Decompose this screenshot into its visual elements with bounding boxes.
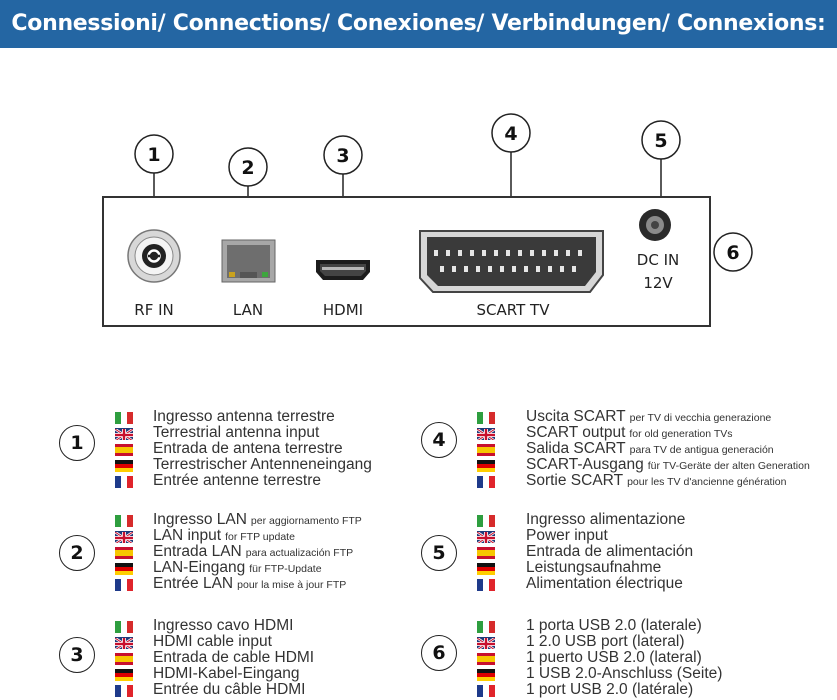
hdmi-connector: [316, 260, 370, 280]
legend-number-4: 4: [421, 422, 457, 458]
callout-number-2: 2: [241, 157, 254, 179]
spain-flag-icon: [115, 547, 133, 559]
italy-flag-icon: [115, 515, 133, 527]
germany-flag-icon: [115, 460, 133, 472]
port-label-hdmi: HDMI: [323, 301, 363, 319]
uk-flag-icon: [477, 428, 495, 440]
callout-number-5: 5: [654, 130, 667, 152]
spain-flag-icon: [115, 444, 133, 456]
france-flag-icon: [115, 685, 133, 697]
dc-in-jack: [639, 209, 671, 241]
uk-flag-icon: [115, 637, 133, 649]
legend-item-5: 5 Ingresso alimentazione Power input Ent…: [420, 511, 837, 597]
port-label-dc-in: DC IN: [637, 251, 679, 269]
legend-number-5: 5: [421, 535, 457, 571]
legend-number-6: 6: [421, 635, 457, 671]
spain-flag-icon: [115, 653, 133, 665]
germany-flag-icon: [115, 563, 133, 575]
italy-flag-icon: [477, 412, 495, 424]
rf-in-connector: [127, 229, 181, 283]
legend-item-6: 6 1 porta USB 2.0 (laterale) 1 2.0 USB p…: [420, 617, 837, 700]
italy-flag-icon: [477, 515, 495, 527]
callout-number-1: 1: [147, 144, 160, 166]
callout-number-6: 6: [726, 242, 739, 264]
germany-flag-icon: [115, 669, 133, 681]
italy-flag-icon: [115, 621, 133, 633]
france-flag-icon: [477, 476, 495, 488]
panel-outline: [102, 196, 711, 327]
germany-flag-icon: [477, 669, 495, 681]
port-label-12v: 12V: [643, 274, 673, 292]
italy-flag-icon: [477, 621, 495, 633]
rear-panel-diagram: 1 2 3 4 5 6 RF IN LAN HDMI: [102, 113, 753, 327]
page-title: Connessioni/ Connections/ Conexiones/ Ve…: [11, 11, 826, 36]
port-label-scart-tv: SCART TV: [477, 301, 551, 319]
legend-number-3: 3: [59, 637, 95, 673]
legend-number-1: 1: [59, 425, 95, 461]
callout-circle-6: [713, 232, 753, 272]
spain-flag-icon: [477, 444, 495, 456]
uk-flag-icon: [477, 531, 495, 543]
spain-flag-icon: [477, 653, 495, 665]
legend-number-2: 2: [59, 535, 95, 571]
uk-flag-icon: [477, 637, 495, 649]
port-label-lan: LAN: [233, 301, 263, 319]
france-flag-icon: [477, 685, 495, 697]
header-bar: Connessioni/ Connections/ Conexiones/ Ve…: [0, 0, 837, 48]
legend-item-3: 3 Ingresso cavo HDMI HDMI cable input En…: [58, 617, 418, 700]
callout-number-3: 3: [336, 145, 349, 167]
germany-flag-icon: [477, 563, 495, 575]
scart-connector: [419, 230, 604, 293]
france-flag-icon: [115, 579, 133, 591]
italy-flag-icon: [115, 412, 133, 424]
port-label-rf-in: RF IN: [134, 301, 173, 319]
france-flag-icon: [477, 579, 495, 591]
germany-flag-icon: [477, 460, 495, 472]
lan-connector: [221, 239, 276, 283]
spain-flag-icon: [477, 547, 495, 559]
legend-item-1: 1 Ingresso antenna terrestre Terrestrial…: [58, 408, 418, 494]
france-flag-icon: [115, 476, 133, 488]
uk-flag-icon: [115, 531, 133, 543]
callout-number-4: 4: [504, 123, 517, 145]
uk-flag-icon: [115, 428, 133, 440]
